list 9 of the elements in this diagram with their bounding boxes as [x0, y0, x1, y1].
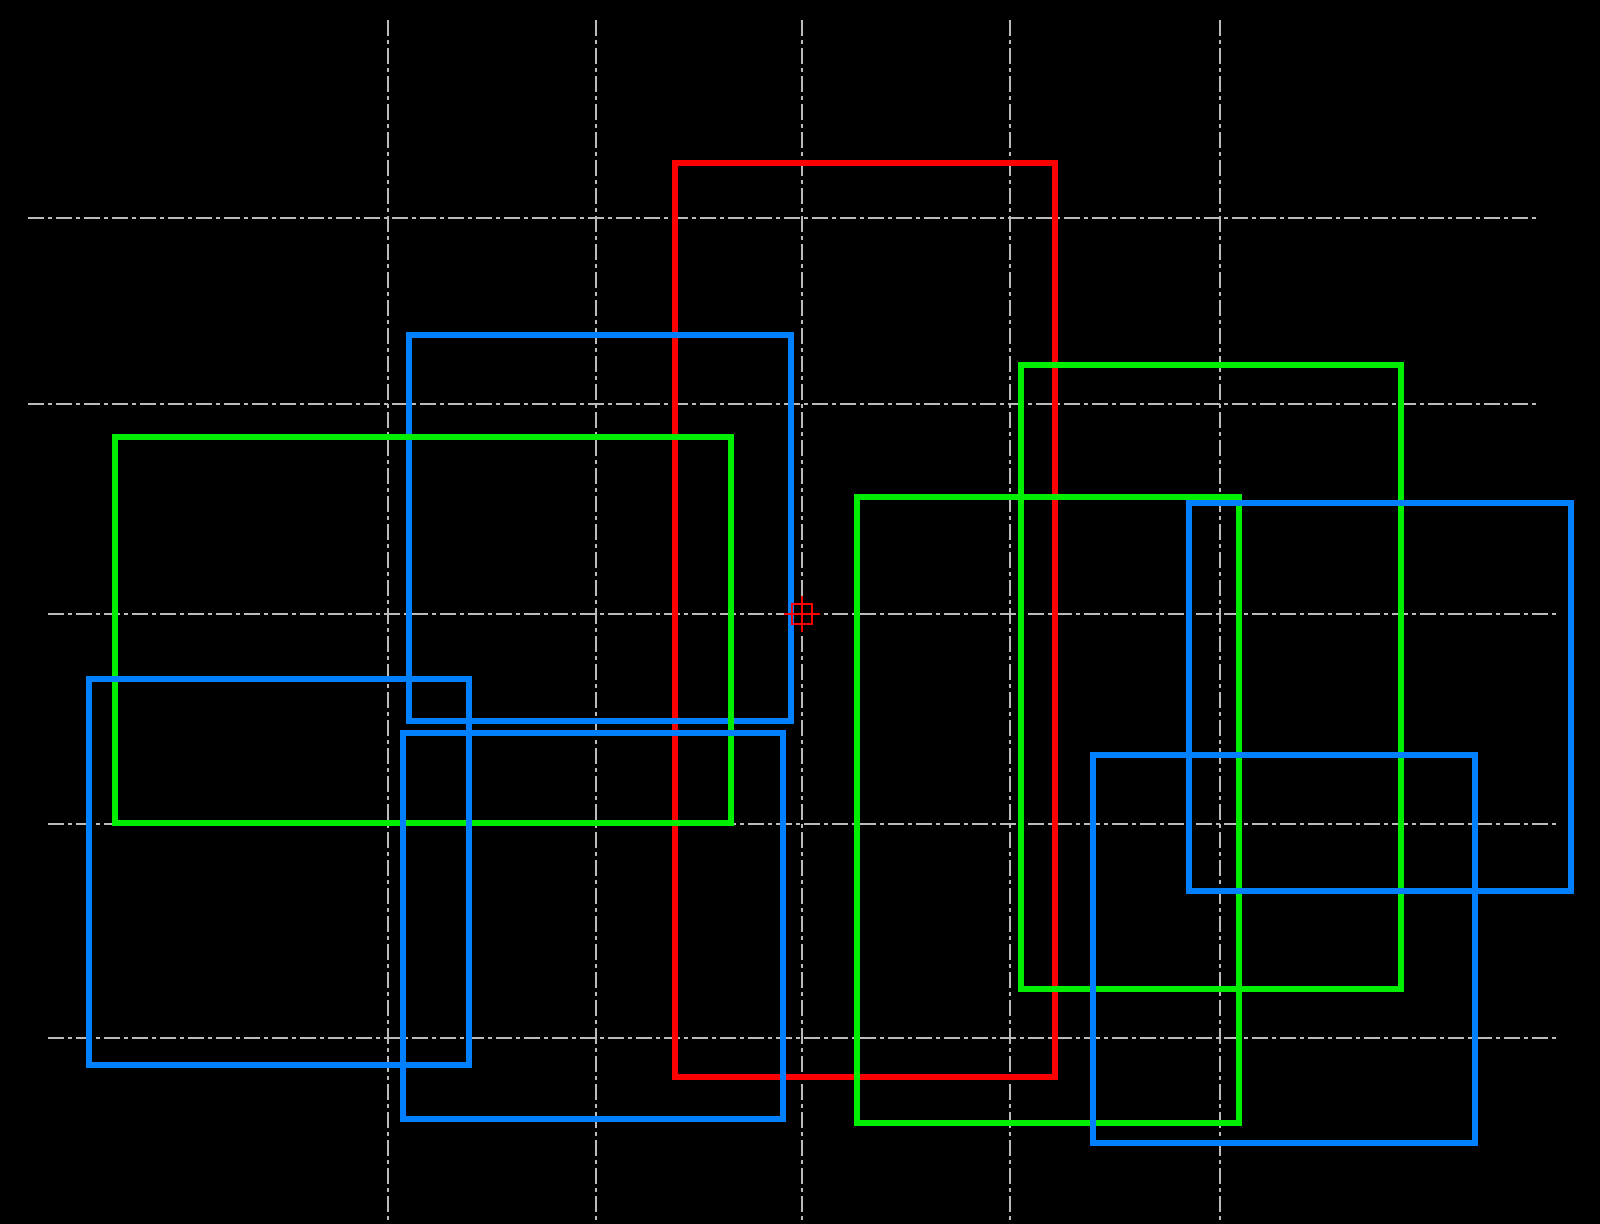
hoop-frame: [405, 331, 793, 723]
hoop-frame: [111, 433, 733, 825]
hoop-frame: [1017, 361, 1403, 991]
hoop-frame: [853, 493, 1241, 1125]
hoop-frame: [1089, 751, 1477, 1145]
hoop-frame: [671, 159, 1057, 1079]
hoop-frame: [1185, 499, 1573, 893]
hoop-frame: [85, 675, 471, 1067]
hoop-frame: [399, 729, 785, 1121]
